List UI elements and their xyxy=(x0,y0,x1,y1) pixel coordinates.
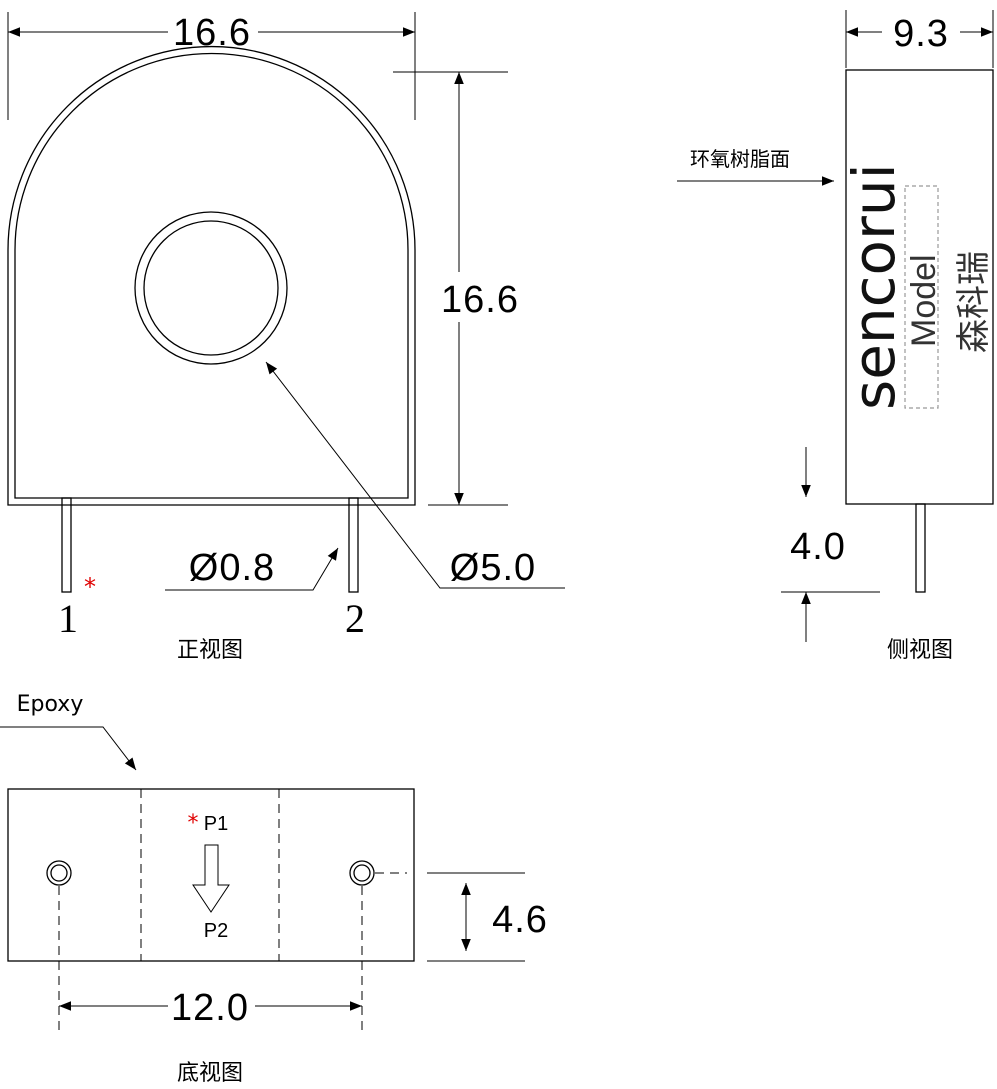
bottom-body xyxy=(7,788,415,962)
pin-length-label: 4.0 xyxy=(790,526,846,568)
bottom-view: Epoxy * P1 P2 4.6 12.0 底视图 xyxy=(0,692,548,1086)
epoxy-face-label: 环氧树脂面 xyxy=(690,148,790,171)
side-view: 9.3 环氧树脂面 sencorui Model 森科瑞 4.0 侧视图 xyxy=(677,10,994,663)
direction-arrow-icon xyxy=(192,844,230,913)
bottom-view-caption: 底视图 xyxy=(177,1061,243,1086)
front-view-caption: 正视图 xyxy=(177,638,243,663)
center-hole-outer xyxy=(134,211,288,365)
height-46-label: 4.6 xyxy=(492,899,548,941)
p2-label: P2 xyxy=(204,920,228,942)
bottom-pin-right-outer xyxy=(349,860,375,886)
bottom-pin-left-outer xyxy=(46,860,72,886)
bottom-pin-right-inner xyxy=(353,864,371,882)
hole-dia-label: Ø5.0 xyxy=(450,547,536,589)
bottom-pin-left-inner xyxy=(50,864,68,882)
pin-2 xyxy=(348,497,359,593)
hole-dia-leader xyxy=(265,361,565,589)
pin-1-star-icon: * xyxy=(84,573,96,601)
side-pin xyxy=(915,503,926,593)
body-outline xyxy=(7,45,416,506)
front-view: 16.6 16.6 1 * 2 Ø0.8 Ø5.0 正视图 xyxy=(7,12,565,663)
side-width-label: 9.3 xyxy=(893,13,949,55)
pin-2-label: 2 xyxy=(345,596,365,641)
epoxy-leader xyxy=(0,726,137,771)
p1-label: P1 xyxy=(204,813,228,835)
p1-star-icon: * xyxy=(188,811,199,836)
epoxy-label: Epoxy xyxy=(17,692,84,717)
body-inner-outline xyxy=(14,52,409,499)
pin-1 xyxy=(61,497,72,593)
pin-1-label: 1 xyxy=(58,596,78,641)
dim-height-label: 16.6 xyxy=(441,279,519,321)
model-label: Model xyxy=(905,254,943,347)
side-view-caption: 侧视图 xyxy=(887,638,953,663)
brand-logo: sencorui xyxy=(840,163,908,410)
pitch-label: 12.0 xyxy=(171,987,249,1029)
center-hole-inner xyxy=(143,220,279,356)
pin-dia-label: Ø0.8 xyxy=(189,547,275,589)
brand-cn-label: 森科瑞 xyxy=(954,251,994,353)
pin-dia-leader xyxy=(165,547,339,591)
model-box xyxy=(904,185,939,409)
